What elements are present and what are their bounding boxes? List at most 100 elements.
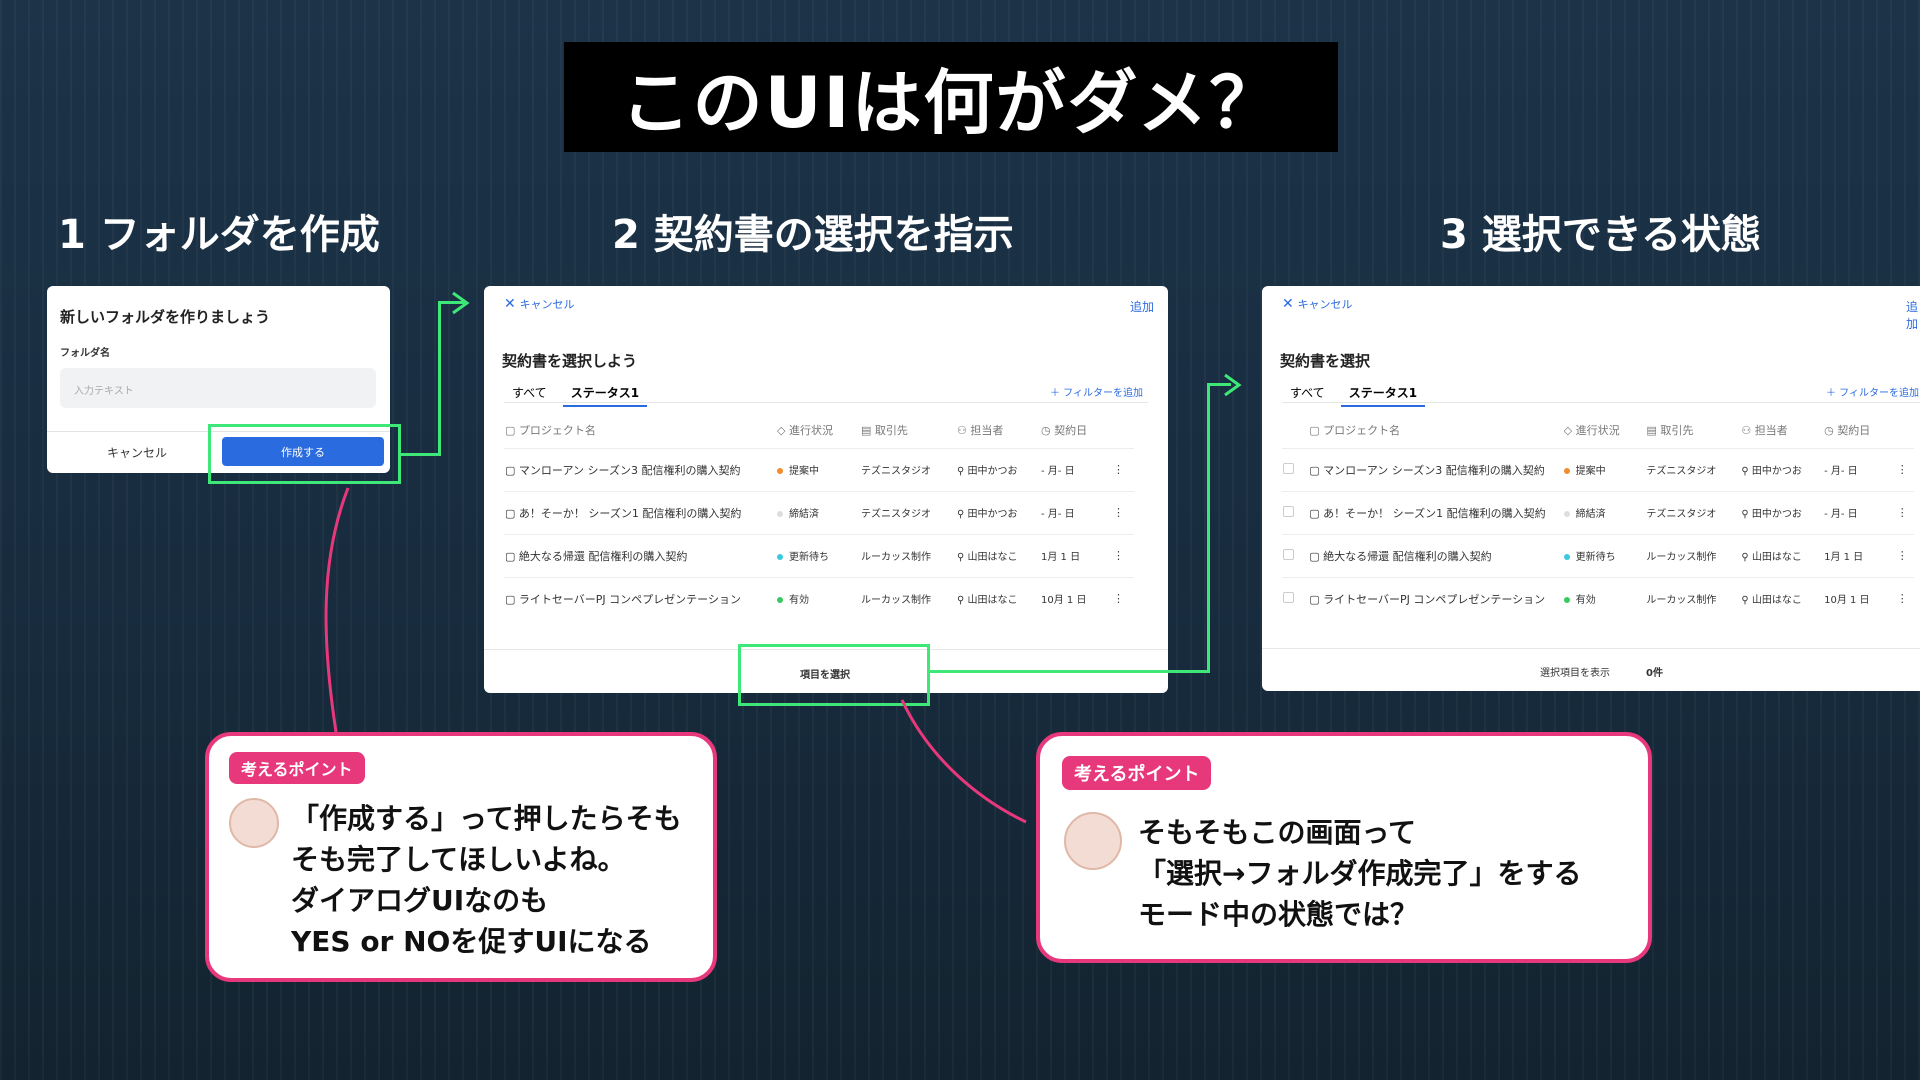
more-options-icon[interactable]: ⋮ <box>1113 592 1124 606</box>
panel3-footer-divider <box>1262 648 1920 649</box>
panel2-cancel-label: キャンセル <box>519 298 575 311</box>
arrow-2-head-icon <box>1224 373 1242 397</box>
panel3-cancel-button[interactable]: ✕ キャンセル <box>1282 296 1353 312</box>
dialog-heading: 新しいフォルダを作りましょう <box>60 308 271 326</box>
create-folder-dialog: 新しいフォルダを作りましょう フォルダ名 入力テキスト キャンセル 作成する <box>47 286 390 473</box>
status-dot <box>777 597 783 604</box>
tab-status1[interactable]: ステータス1 <box>562 384 648 407</box>
document-icon: ▢ <box>1309 423 1320 437</box>
status-dot <box>1563 468 1570 474</box>
more-options-icon[interactable]: ⋮ <box>1113 506 1124 519</box>
people-icon: ⚇ <box>1741 423 1752 437</box>
status-dot <box>1563 597 1570 604</box>
row-checkbox[interactable] <box>1283 462 1294 474</box>
document-icon: ▢ <box>505 506 516 520</box>
page-title: このUIは何がダメ？ <box>620 61 1282 144</box>
callout-1-line: YES or NOを促すUIになる <box>291 925 652 958</box>
tab-status1[interactable]: ステータス1 <box>1340 384 1426 407</box>
close-icon: ✕ <box>504 296 516 312</box>
callout-2-line: そもそもこの画面って <box>1138 816 1417 849</box>
callout-1-line: ダイアログUIなのも <box>291 884 549 917</box>
panel2-tabs: すべて ステータス1 <box>504 382 655 407</box>
more-options-icon[interactable]: ⋮ <box>1896 463 1908 476</box>
callout-2-connector <box>900 699 1027 824</box>
title-banner: このUIは何がダメ？ <box>564 42 1338 152</box>
person-icon: ⚲ <box>957 595 965 607</box>
folder-name-input[interactable]: 入力テキスト <box>60 368 376 408</box>
panel2-cancel-button[interactable]: ✕ キャンセル <box>504 296 575 312</box>
status-dot <box>777 511 783 517</box>
panel3-add-filter[interactable]: ＋ フィルターを追加 <box>1826 388 1919 399</box>
panel3-table: ▢ プロジェクト名 ◇ 進行状況 ▤ 取引先 ⚇ 担当者 ◷ 契約日 ▢ マンロ… <box>1282 412 1914 620</box>
table-row[interactable]: ▢ ライトセーバーPJ コンペプレゼンテーション 有効 ルーカッス制作 ⚲ 山田… <box>504 577 1134 620</box>
panel3-tabs: すべて ステータス1 <box>1282 382 1433 407</box>
col-date: ◷ 契約日 <box>1041 423 1088 437</box>
arrow-1-head-icon <box>452 291 470 315</box>
arrow-2-segment <box>928 670 1210 673</box>
more-options-icon[interactable]: ⋮ <box>1113 549 1124 562</box>
panel2-heading: 契約書を選択しよう <box>502 352 638 370</box>
col-client: ▤ 取引先 <box>861 423 908 437</box>
status-dot <box>777 554 783 560</box>
highlight-select-button <box>738 644 930 706</box>
table-row[interactable]: ▢ 絶大なる帰還 配信権利の購入契約 更新待ち ルーカッス制作 ⚲ 山田はなこ … <box>1282 534 1914 577</box>
table-row[interactable]: ▢ 絶大なる帰還 配信権利の購入契約 更新待ち ルーカッス制作 ⚲ 山田はなこ … <box>504 534 1134 577</box>
tab-all[interactable]: すべて <box>512 386 547 400</box>
panel3-add-button[interactable]: 追加 <box>1906 300 1919 331</box>
more-options-icon[interactable]: ⋮ <box>1896 506 1908 519</box>
table-row[interactable]: ▢ あ！そーか！ シーズン1 配信権利の購入契約 締結済 テズニスタジオ ⚲ 田… <box>504 491 1134 534</box>
panel3-heading: 契約書を選択 <box>1280 352 1371 370</box>
tabs-divider <box>1282 402 1920 403</box>
create-button[interactable]: 作成する <box>222 437 384 466</box>
close-icon: ✕ <box>1282 296 1294 312</box>
callout-1-connector <box>324 487 350 733</box>
table-row[interactable]: ▢ ライトセーバーPJ コンペプレゼンテーション 有効 ルーカッス制作 ⚲ 山田… <box>1282 577 1914 620</box>
select-contracts-panel: ✕ キャンセル 追加 契約書を選択しよう すべて ステータス1 ＋ フィルターを追… <box>484 286 1168 693</box>
building-icon: ▤ <box>1646 423 1657 437</box>
tag-icon: ◇ <box>777 423 786 437</box>
status-dot <box>777 468 783 474</box>
table-row[interactable]: ▢ あ！そーか！ シーズン1 配信権利の購入契約 締結済 テズニスタジオ ⚲ 田… <box>1282 491 1914 534</box>
dialog-cancel-button[interactable]: キャンセル <box>107 446 168 460</box>
document-icon: ▢ <box>1309 463 1320 477</box>
more-options-icon[interactable]: ⋮ <box>1896 592 1908 606</box>
panel2-table: ▢ プロジェクト名 ◇ 進行状況 ▤ 取引先 ⚇ 担当者 ◷ 契約日 ▢ マンロ… <box>504 412 1134 620</box>
callout-1-tag: 考えるポイント <box>229 752 365 784</box>
row-checkbox[interactable] <box>1283 505 1294 517</box>
status-dot <box>1563 554 1570 560</box>
document-icon: ▢ <box>505 423 516 437</box>
row-checkbox[interactable] <box>1283 591 1294 603</box>
create-button-label: 作成する <box>281 445 325 459</box>
person-icon: ⚲ <box>1741 595 1749 607</box>
step-2-label: 2 契約書の選択を指示 <box>612 212 1014 258</box>
tag-icon: ◇ <box>1563 423 1573 437</box>
callout-2-line: 「選択→フォルダ作成完了」をする <box>1138 857 1582 890</box>
table-row[interactable]: ▢ マンローアン シーズン3 配信権利の購入契約 提案中 テズニスタジオ ⚲ 田… <box>504 448 1134 491</box>
panel2-footer-divider <box>484 649 1168 650</box>
more-options-icon[interactable]: ⋮ <box>1896 549 1908 562</box>
arrow-2-segment <box>1207 383 1231 386</box>
arrow-2-segment <box>1207 383 1210 673</box>
selectable-contracts-panel: ✕ キャンセル 追加 契約書を選択 すべて ステータス1 ＋ フィルターを追加 ▢… <box>1262 286 1920 691</box>
arrow-1-segment <box>438 301 464 304</box>
document-icon: ▢ <box>1309 506 1320 520</box>
show-selected-items-button[interactable]: 選択項目を表示 <box>1540 668 1610 679</box>
document-icon: ▢ <box>505 463 516 477</box>
panel2-add-button[interactable]: 追加 <box>1130 300 1155 314</box>
tab-all[interactable]: すべて <box>1290 386 1325 400</box>
avatar <box>1064 812 1122 870</box>
row-checkbox[interactable] <box>1283 548 1294 560</box>
panel2-add-filter[interactable]: ＋ フィルターを追加 <box>1050 388 1143 399</box>
select-items-button[interactable]: 項目を選択 <box>800 670 850 681</box>
folder-name-placeholder: 入力テキスト <box>74 386 134 397</box>
person-icon: ⚲ <box>1741 466 1749 477</box>
document-icon: ▢ <box>1309 592 1320 606</box>
arrow-1-segment <box>398 453 440 456</box>
callout-1-line: 「作成する」って押したらそも <box>291 802 682 835</box>
document-icon: ▢ <box>1309 549 1320 563</box>
selected-count: 0件 <box>1646 668 1663 679</box>
more-options-icon[interactable]: ⋮ <box>1113 463 1124 476</box>
table-row[interactable]: ▢ マンローアン シーズン3 配信権利の購入契約 提案中 テズニスタジオ ⚲ 田… <box>1282 448 1914 491</box>
arrow-1-segment <box>438 301 441 456</box>
